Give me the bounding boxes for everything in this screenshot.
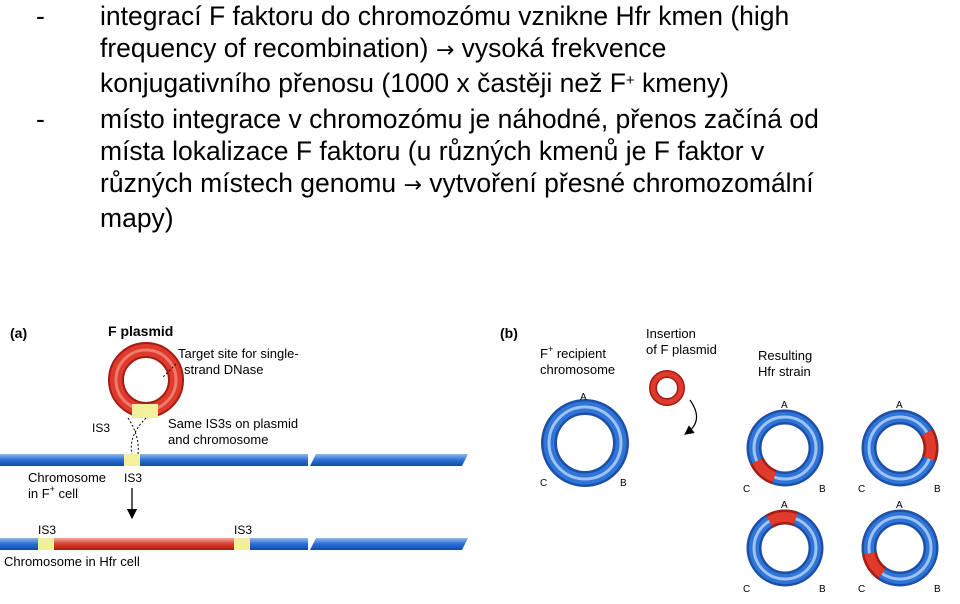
integrated-f-segment bbox=[767, 512, 798, 526]
integrated-f-segment bbox=[922, 430, 936, 461]
bullet-integration: - místo integrace v chromozómu je náhodn… bbox=[36, 103, 956, 234]
gene-a-label: A bbox=[580, 392, 587, 403]
panel-a: (a) F plasmid Target site for single- st… bbox=[0, 323, 468, 569]
integrated-f-segment bbox=[864, 552, 886, 578]
chromosome-label-2: in F+ cell bbox=[28, 484, 78, 501]
chromosome-f-plus-bar bbox=[0, 454, 468, 466]
chromosome-label-1: Chromosome bbox=[28, 470, 106, 485]
gene-a-label: A bbox=[896, 500, 903, 511]
superscript-plus: + bbox=[625, 72, 635, 89]
bullet-dash: - bbox=[36, 1, 45, 31]
hfr-chromosome-label: Chromosome in Hfr cell bbox=[4, 554, 140, 569]
recipient-label-1: F+ recipient bbox=[540, 344, 606, 361]
is3-label-bottom-right: IS3 bbox=[234, 523, 252, 537]
gene-a-label: A bbox=[896, 400, 903, 411]
gene-c-label: C bbox=[858, 584, 865, 595]
plasmid-is3-segment bbox=[132, 404, 158, 418]
gene-b-label: B bbox=[934, 484, 941, 495]
gene-b-label: B bbox=[934, 584, 941, 595]
bullet-2-line-3: různých místech genomu → vytvoření přesn… bbox=[100, 168, 814, 198]
crossover-lines bbox=[127, 417, 147, 455]
is3-label-bottom-left: IS3 bbox=[38, 523, 56, 537]
hfr-strain-ring: A C B bbox=[743, 400, 826, 495]
target-site-label-2: strand DNase bbox=[184, 362, 263, 377]
chromosome-is3-segment bbox=[124, 454, 140, 466]
bullet-hfr: - integrací F faktoru do chromozómu vzni… bbox=[36, 0, 956, 99]
resulting-label-1: Resulting bbox=[758, 348, 812, 363]
recipient-label-2: chromosome bbox=[540, 362, 615, 377]
bullet-dash: - bbox=[36, 104, 45, 134]
integrated-f-segment bbox=[752, 458, 777, 482]
hfr-strain-ring: A C B bbox=[858, 400, 941, 495]
panel-a-label: (a) bbox=[10, 325, 27, 341]
is3-label-below: IS3 bbox=[124, 471, 142, 485]
insertion-arrow bbox=[684, 399, 698, 435]
bullet-1-line-2: frequency of recombination) → vysoká fre… bbox=[100, 33, 667, 63]
gene-c-label: C bbox=[743, 584, 750, 595]
gene-a-label: A bbox=[781, 400, 788, 411]
insertion-plasmid-ring bbox=[649, 370, 685, 406]
target-site-pointer bbox=[161, 363, 177, 379]
hfr-formation-figure: (a) F plasmid Target site for single- st… bbox=[0, 323, 941, 595]
insertion-label-2: of F plasmid bbox=[646, 342, 717, 357]
recipient-chromosome-ring bbox=[541, 399, 629, 487]
hfr-strain-ring: A C B bbox=[743, 500, 826, 595]
is3-label-left: IS3 bbox=[92, 421, 110, 435]
gene-c-label: C bbox=[858, 484, 865, 495]
f-plasmid-ring bbox=[108, 342, 184, 418]
insertion-label-1: Insertion bbox=[646, 326, 696, 341]
bullet-list: - integrací F faktoru do chromozómu vzni… bbox=[36, 0, 956, 234]
gene-c-label: C bbox=[540, 478, 547, 489]
same-is3-label-2: and chromosome bbox=[168, 432, 268, 447]
bullet-2-line-2: místa lokalizace F faktoru (u různých km… bbox=[100, 136, 765, 166]
bullet-2-line-4: mapy) bbox=[100, 203, 174, 233]
chromosome-hfr-bar bbox=[0, 538, 468, 550]
target-site-label-1: Target site for single- bbox=[178, 346, 299, 361]
f-plasmid-label: F plasmid bbox=[108, 323, 173, 339]
gene-b-label: B bbox=[819, 484, 826, 495]
gene-b-label: B bbox=[620, 478, 627, 489]
panel-b-label: (b) bbox=[500, 325, 518, 341]
resulting-label-2: Hfr strain bbox=[758, 364, 811, 379]
panel-b: (b) F+ recipient chromosome Insertion of… bbox=[500, 325, 941, 595]
hfr-strain-ring: A C B bbox=[858, 500, 941, 595]
gene-c-label: C bbox=[743, 484, 750, 495]
same-is3-label-1: Same IS3s on plasmid bbox=[168, 416, 298, 431]
bullet-1-line-1: integrací F faktoru do chromozómu vznikn… bbox=[100, 1, 790, 31]
arrow-icon: → bbox=[403, 173, 422, 198]
gene-a-label: A bbox=[781, 500, 788, 511]
gene-b-label: B bbox=[819, 584, 826, 595]
arrow-icon: → bbox=[435, 38, 455, 63]
bullet-1-line-3: konjugativního přenosu (1000 x častěji n… bbox=[100, 68, 729, 98]
bullet-2-line-1: místo integrace v chromozómu je náhodné,… bbox=[100, 104, 819, 134]
